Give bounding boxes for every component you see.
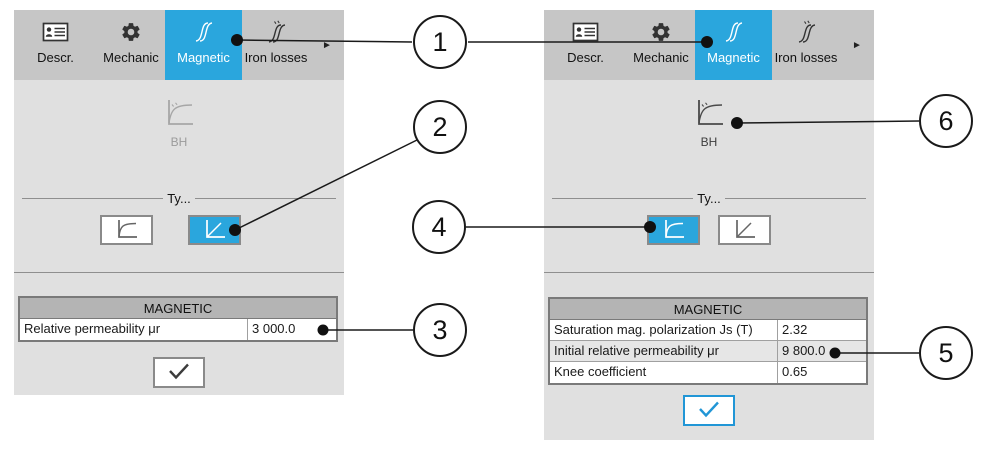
type-group-label: Ty... (697, 190, 721, 206)
tab-overflow-arrow[interactable]: ► (840, 10, 874, 80)
callout-circle-1: 1 (413, 15, 467, 69)
linear-curve-icon (202, 217, 228, 244)
tab-mechanic[interactable]: Mechanic (97, 10, 165, 80)
callout-number: 2 (432, 111, 448, 142)
callout-circle-3: 3 (413, 303, 467, 357)
id-card-icon (42, 19, 69, 45)
type-group-separator: Ty... (552, 190, 867, 206)
callout-circle-2: 2 (413, 100, 467, 154)
id-card-icon (572, 19, 599, 45)
table-row: Knee coefficient 0.65 (550, 362, 866, 383)
type-saturation-button[interactable] (100, 215, 153, 245)
property-value-field[interactable]: 9 800.0 (782, 343, 826, 358)
callout-number: 1 (432, 26, 448, 57)
gear-icon (650, 19, 672, 45)
tab-label: Iron losses (244, 50, 308, 65)
tab-label: Descr. (567, 50, 604, 65)
right-arrow-icon: ► (322, 39, 332, 51)
tab-overflow-arrow[interactable]: ► (310, 10, 344, 80)
separator-line (552, 197, 694, 199)
property-name: Relative permeability μr (20, 319, 248, 340)
bh-curve-button[interactable]: BH (14, 98, 344, 149)
tab-descr[interactable]: Descr. (14, 10, 97, 80)
table-row: Initial relative permeability μr 9 800.0 (550, 341, 866, 362)
material-panel-linear: Descr. Mechanic Magnetic Iron losses ► (14, 10, 344, 395)
tab-bar: Descr. Mechanic Magnetic Iron losses ► (544, 10, 874, 80)
bh-label: BH (170, 135, 188, 149)
table-header: MAGNETIC (550, 299, 866, 320)
property-value-field[interactable]: 2.32 (782, 322, 808, 337)
bh-chart-icon (693, 98, 725, 133)
saturation-curve-icon (661, 217, 687, 244)
tab-label: Descr. (37, 50, 74, 65)
bh-label: BH (700, 135, 718, 149)
tab-mechanic[interactable]: Mechanic (627, 10, 695, 80)
magnetic-table: MAGNETIC Saturation mag. polarization Js… (548, 297, 868, 385)
material-panel-saturation: Descr. Mechanic Magnetic Iron losses ► (544, 10, 874, 440)
tab-bar: Descr. Mechanic Magnetic Iron losses ► (14, 10, 344, 80)
tab-label: Mechanic (103, 50, 159, 65)
separator-line (22, 197, 164, 199)
tab-descr[interactable]: Descr. (544, 10, 627, 80)
callout-number: 6 (938, 105, 954, 136)
iron-losses-icon (264, 19, 288, 45)
tab-iron-losses[interactable]: Iron losses (242, 10, 310, 80)
type-group-separator: Ty... (22, 190, 337, 206)
type-linear-button[interactable] (188, 215, 241, 245)
property-name: Initial relative permeability μr (550, 341, 778, 361)
hysteresis-curve-icon (192, 19, 216, 45)
property-value-field[interactable]: 3 000.0 (252, 321, 296, 336)
right-arrow-icon: ► (852, 39, 862, 51)
type-group-label: Ty... (167, 190, 191, 206)
hysteresis-curve-icon (722, 19, 746, 45)
tab-label: Magnetic (707, 50, 760, 65)
separator-line (194, 197, 337, 199)
tab-magnetic[interactable]: Magnetic (165, 10, 242, 80)
tab-magnetic[interactable]: Magnetic (695, 10, 772, 80)
table-row: Relative permeability μr 3 000.0 (20, 319, 336, 340)
bh-curve-button[interactable]: BH (544, 98, 874, 149)
section-separator (14, 272, 344, 273)
confirm-button[interactable] (683, 395, 735, 426)
tab-label: Mechanic (633, 50, 689, 65)
tab-iron-losses[interactable]: Iron losses (772, 10, 840, 80)
table-header: MAGNETIC (20, 298, 336, 319)
confirm-button[interactable] (153, 357, 205, 388)
checkmark-icon (166, 362, 192, 384)
section-separator (544, 272, 874, 273)
checkmark-icon (696, 400, 722, 422)
property-name: Saturation mag. polarization Js (T) (550, 320, 778, 340)
property-value-field[interactable]: 0.65 (782, 364, 808, 379)
callout-circle-5: 5 (919, 326, 973, 380)
bh-chart-icon (163, 98, 195, 133)
magnetic-table: MAGNETIC Relative permeability μr 3 000.… (18, 296, 338, 342)
table-row: Saturation mag. polarization Js (T) 2.32 (550, 320, 866, 341)
tab-label: Magnetic (177, 50, 230, 65)
callout-circle-6: 6 (919, 94, 973, 148)
linear-curve-icon (732, 217, 758, 244)
saturation-curve-icon (114, 217, 140, 244)
callout-number: 4 (431, 211, 447, 242)
iron-losses-icon (794, 19, 818, 45)
callout-number: 5 (938, 337, 954, 368)
callout-number: 3 (432, 314, 448, 345)
gear-icon (120, 19, 142, 45)
type-linear-button[interactable] (718, 215, 771, 245)
tab-label: Iron losses (774, 50, 838, 65)
type-saturation-button[interactable] (647, 215, 700, 245)
callout-circle-4: 4 (412, 200, 466, 254)
property-name: Knee coefficient (550, 362, 778, 383)
separator-line (724, 197, 867, 199)
